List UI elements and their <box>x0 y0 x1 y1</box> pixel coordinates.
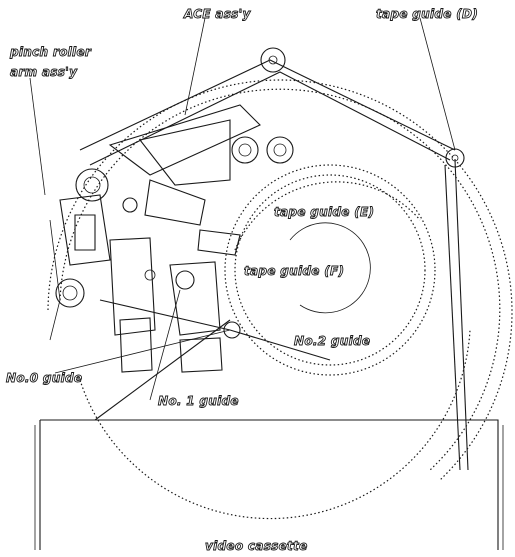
outer-housing <box>47 79 513 520</box>
head-drum <box>224 164 436 376</box>
guide-rollers <box>55 47 465 339</box>
label-tape-guide-f: tape guide (F) <box>244 264 344 278</box>
label-no0-guide: No.0 guide <box>6 371 82 385</box>
leader-lines <box>29 17 456 401</box>
mechanism-parts <box>49 104 261 373</box>
label-video-cassette: video cassette <box>205 539 308 553</box>
label-ace-assy: ACE ass'y <box>183 7 252 21</box>
label-tape-guide-e: tape guide (E) <box>274 205 374 219</box>
label-tape-guide-d: tape guide (D) <box>376 7 478 21</box>
label-pinch-roller-line1: pinch roller <box>9 45 92 59</box>
label-no1-guide: No. 1 guide <box>158 394 239 408</box>
label-pinch-roller-line2: arm ass'y <box>10 65 78 79</box>
cassette-outline <box>34 419 504 550</box>
label-no2-guide: No.2 guide <box>294 334 370 348</box>
